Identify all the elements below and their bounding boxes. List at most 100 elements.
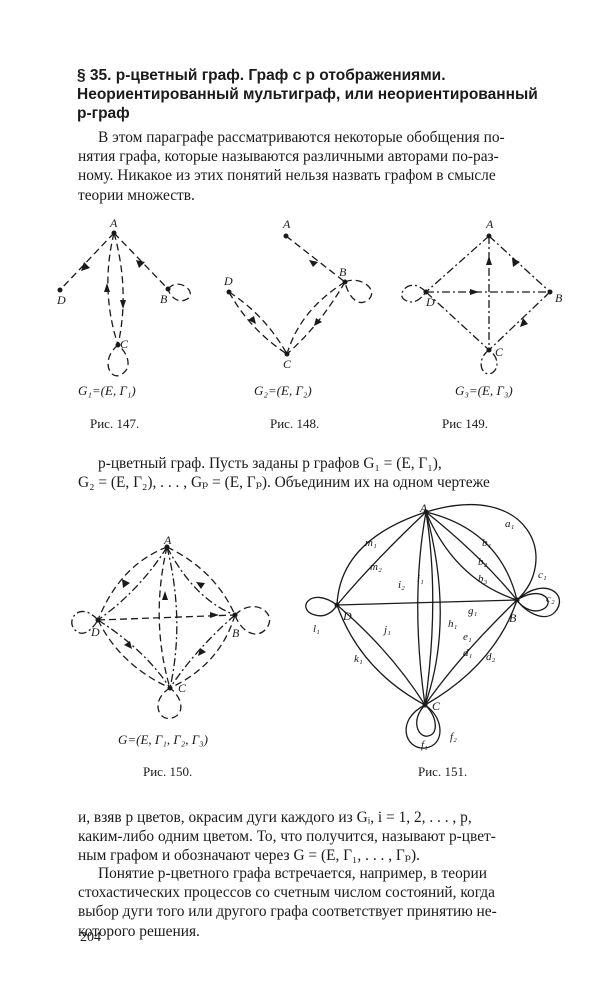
edge-a-c-1 bbox=[107, 232, 119, 346]
edge-d-c-1 bbox=[336, 604, 426, 706]
arrow-icon bbox=[198, 648, 206, 656]
edge-a-b bbox=[488, 235, 551, 293]
edge-a-c-2 bbox=[113, 232, 124, 346]
edge-a-b-2 bbox=[425, 511, 518, 601]
node-label-c: C bbox=[120, 337, 129, 351]
edge-a-d-2 bbox=[97, 546, 168, 621]
arrow-icon bbox=[210, 612, 219, 618]
arrow-icon bbox=[104, 283, 110, 292]
edge-label: b₁ bbox=[482, 537, 492, 549]
edge-d-b bbox=[336, 599, 518, 606]
arrow-icon bbox=[314, 318, 322, 326]
edge-d-c-2 bbox=[228, 291, 288, 355]
node-a bbox=[111, 230, 117, 236]
node-b bbox=[165, 286, 171, 292]
figure-147: A D B C G₁=(E, Γ₁) bbox=[56, 216, 191, 398]
edge-a-b bbox=[285, 235, 346, 283]
node-b bbox=[342, 279, 348, 285]
node-a bbox=[486, 233, 492, 239]
page-number: 204 bbox=[80, 930, 101, 945]
edge-d-c-2 bbox=[336, 604, 426, 706]
loop-c-2 bbox=[416, 704, 436, 737]
edge-d-c-1 bbox=[228, 291, 288, 355]
edge-a-d-1 bbox=[97, 546, 168, 621]
node-label-c: C bbox=[283, 357, 292, 371]
node-c bbox=[167, 685, 173, 691]
figure-149: A D B C G₃=(E, Γ₃) bbox=[401, 217, 563, 398]
edge-a-b-outer bbox=[425, 504, 537, 601]
edge-label: f₂ bbox=[450, 731, 457, 743]
edge-b-c bbox=[169, 614, 236, 689]
edge-label: c₁ bbox=[538, 569, 547, 581]
caption-148: Рис. 148. bbox=[270, 416, 320, 431]
edge-label: a₁ bbox=[505, 518, 515, 530]
loop-d bbox=[305, 596, 338, 617]
node-c bbox=[115, 342, 121, 348]
arrow-icon bbox=[248, 316, 256, 324]
figure-148: A D B C G₂=(E, Γ₂) bbox=[223, 217, 373, 398]
edge-a-b-2 bbox=[166, 546, 236, 616]
edge-a-c-2 bbox=[166, 546, 178, 689]
node-label-b: B bbox=[339, 265, 347, 279]
loop-d bbox=[71, 610, 99, 634]
formula-148: G₂=(E, Γ₂) bbox=[254, 383, 312, 398]
formula-147: G₁=(E, Γ₁) bbox=[78, 383, 136, 398]
section-heading: § 35. p-цветный граф. Граф с p отображен… bbox=[77, 67, 538, 122]
node-b bbox=[547, 289, 553, 295]
edge-label: m₁ bbox=[365, 537, 377, 549]
caption-151: Рис. 151. bbox=[418, 764, 468, 779]
intro-paragraph: В этом параграфе рассматриваются некотор… bbox=[78, 129, 505, 204]
edge-d-c bbox=[425, 291, 490, 351]
definition-paragraph: p-цветный граф. Пусть заданы p графов G₁… bbox=[78, 455, 490, 492]
loop-c bbox=[480, 349, 498, 375]
node-label-b: B bbox=[509, 611, 517, 625]
edge-a-b-1 bbox=[166, 546, 236, 616]
edge-a-b-1 bbox=[425, 511, 518, 601]
edge-a-c-2 bbox=[424, 511, 434, 706]
edge-b-c bbox=[488, 291, 551, 351]
node-label-d: D bbox=[223, 274, 233, 288]
edge-a-c-1 bbox=[417, 511, 427, 706]
loop-b-2 bbox=[516, 593, 549, 612]
node-d bbox=[423, 289, 429, 295]
arrow-icon bbox=[196, 582, 205, 589]
node-label-a: A bbox=[109, 216, 118, 230]
node-d bbox=[57, 287, 63, 293]
node-a bbox=[164, 544, 170, 550]
arrow-icon bbox=[136, 260, 145, 268]
node-label-d: D bbox=[56, 293, 66, 307]
edge-a-d bbox=[425, 235, 490, 293]
edge-a-c-1 bbox=[158, 546, 171, 689]
caption-147: Рис. 147. bbox=[90, 416, 140, 431]
edge-d-c-2 bbox=[97, 619, 171, 689]
node-label-d: D bbox=[90, 625, 100, 639]
loop-c bbox=[107, 344, 129, 377]
arrow-icon bbox=[124, 641, 132, 649]
node-c bbox=[284, 351, 290, 357]
loop-b bbox=[234, 605, 271, 635]
node-d bbox=[226, 289, 232, 295]
loop-b bbox=[344, 279, 373, 304]
edge-b-c-2 bbox=[169, 614, 236, 689]
node-label-a: A bbox=[419, 501, 428, 515]
node-c bbox=[422, 702, 428, 708]
edge-a-c-3 bbox=[424, 511, 441, 706]
formula-150: G=(E, Γ₁, Γ₂, Γ₃) bbox=[118, 732, 208, 747]
node-label-d: D bbox=[342, 609, 352, 623]
continuation-paragraph: и, взяв p цветов, окрасим дуги каждого и… bbox=[78, 809, 496, 865]
edge-label: e₁ bbox=[463, 631, 472, 643]
node-label-a: A bbox=[282, 217, 291, 231]
edge-label: m₂ bbox=[370, 561, 382, 573]
node-a bbox=[283, 233, 289, 239]
edge-label: i₁ bbox=[417, 573, 424, 585]
arrow-icon bbox=[470, 289, 479, 295]
node-d bbox=[334, 602, 340, 608]
edge-label: j₁ bbox=[382, 624, 391, 636]
edge-a-d bbox=[59, 232, 115, 291]
node-a bbox=[423, 509, 429, 515]
arrow-icon bbox=[309, 260, 318, 267]
node-b bbox=[514, 597, 520, 603]
edge-label: k₁ bbox=[354, 653, 363, 665]
figure-150: A D B C G=(E, Γ₁, Γ₂, Γ₃) bbox=[71, 533, 271, 747]
